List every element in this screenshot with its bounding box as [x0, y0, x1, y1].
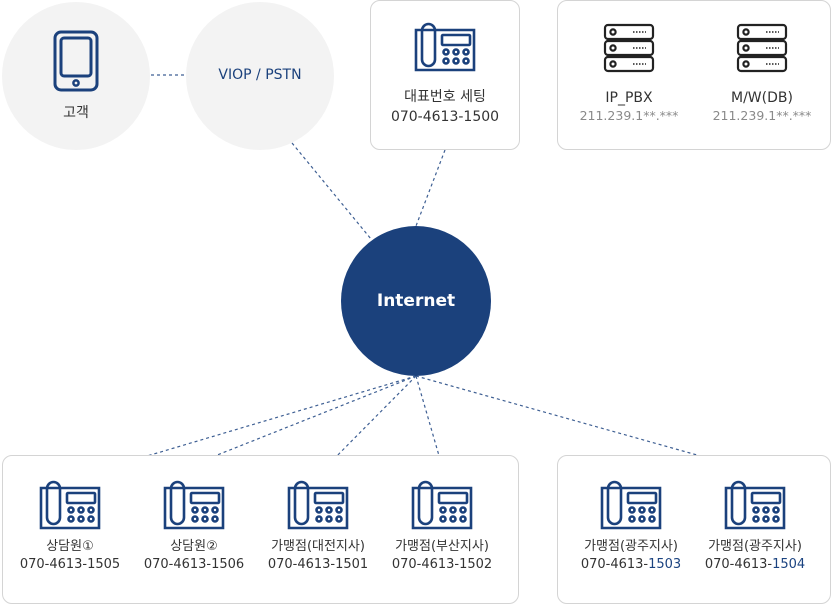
phone-number-prefix: 070-4613- — [704, 557, 773, 572]
phone-number: 070-4613-1501 — [267, 557, 369, 572]
phone-number: 070-4613-1506 — [143, 557, 245, 572]
tablet-icon — [53, 30, 99, 92]
rep-number-value: 070-4613-1500 — [390, 109, 500, 125]
desk-phone-icon — [38, 480, 102, 530]
rep-number-node: 대표번호 세팅 070-4613-1500 — [380, 22, 510, 126]
phone-number-extension: 1503 — [648, 557, 682, 572]
rep-number-box: 대표번호 세팅 070-4613-1500 — [370, 0, 520, 150]
server-mw-db: M/W(DB) 211.239.1**.*** — [697, 23, 827, 125]
link-internet-gwangju — [415, 375, 698, 456]
desk-phone-icon — [413, 22, 477, 72]
rep-number-label: 대표번호 세팅 — [404, 89, 486, 105]
desk-phone-icon — [410, 480, 474, 530]
server-icon — [736, 23, 788, 75]
server-ip: 211.239.1**.*** — [579, 108, 679, 123]
phone-label: 상담원② — [170, 539, 218, 554]
phone-label: 가맹점(부산지사) — [395, 539, 489, 554]
link-rep-internet — [415, 149, 446, 227]
left-group-box — [2, 455, 519, 604]
phone-node: 상담원② 070-4613-1506 — [129, 480, 259, 574]
right-group-box — [557, 455, 831, 604]
phone-number: 070-4613-1503 — [581, 556, 681, 574]
customer-label: 고객 — [63, 105, 89, 121]
server-name: M/W(DB) — [731, 90, 793, 106]
phone-label: 상담원① — [46, 539, 94, 554]
phone-number: 070-4613-1504 — [705, 556, 805, 574]
link-internet-daejeon — [319, 375, 417, 474]
phone-number-extension: 1504 — [772, 557, 806, 572]
internet-label: Internet — [376, 291, 456, 311]
server-ip: 211.239.1**.*** — [712, 108, 812, 123]
desk-phone-icon — [723, 480, 787, 530]
phone-label: 가맹점(대전지사) — [271, 539, 365, 554]
desk-phone-icon — [162, 480, 226, 530]
phone-label: 가맹점(광주지사) — [584, 539, 678, 554]
phone-node: 가맹점(대전지사) 070-4613-1501 — [253, 480, 383, 574]
servers-box: IP_PBX 211.239.1**.*** M/W(DB) 211.239.1… — [557, 0, 831, 150]
voip-pstn-node: VIOP / PSTN — [186, 2, 334, 150]
server-name: IP_PBX — [605, 90, 653, 106]
phone-node: 가맹점(광주지사) 070-4613-1503 — [566, 480, 696, 574]
internet-hub: Internet — [341, 226, 491, 376]
phone-label: 가맹점(광주지사) — [708, 539, 802, 554]
phone-node: 상담원① 070-4613-1505 — [5, 480, 135, 574]
voip-pstn-label: VIOP / PSTN — [218, 67, 302, 83]
phone-number-prefix: 070-4613- — [580, 557, 649, 572]
server-ip-pbx: IP_PBX 211.239.1**.*** — [564, 23, 694, 125]
phone-node: 가맹점(광주지사) 070-4613-1504 — [690, 480, 820, 574]
desk-phone-icon — [286, 480, 350, 530]
desk-phone-icon — [599, 480, 663, 530]
server-icon — [603, 23, 655, 75]
phone-number: 070-4613-1502 — [391, 557, 493, 572]
customer-node: 고객 — [2, 2, 150, 150]
link-voip-internet — [291, 142, 372, 240]
phone-node: 가맹점(부산지사) 070-4613-1502 — [377, 480, 507, 574]
phone-number: 070-4613-1505 — [19, 557, 121, 572]
